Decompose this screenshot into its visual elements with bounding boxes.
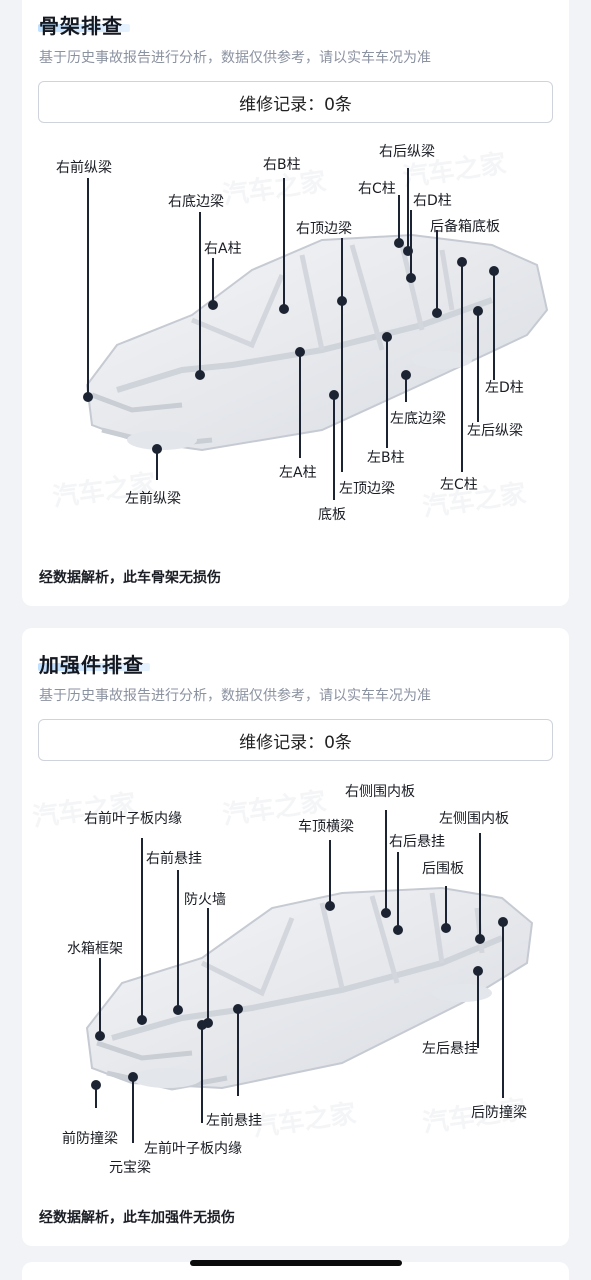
title-highlight <box>38 24 130 32</box>
frame-check-card: 骨架排查 基于历史事故报告进行分析，数据仅供参考，请以实车车况为准 维修记录：0… <box>22 0 569 606</box>
title-highlight <box>38 663 150 671</box>
label-left-rear-rail: 左后纵梁 <box>467 423 523 439</box>
label-rear-panel: 后围板 <box>422 861 464 877</box>
label-floor-pan: 底板 <box>318 507 346 523</box>
car-reinforcement-illustration <box>85 810 534 1143</box>
reinforcement-repair-record-text: 维修记录：0条 <box>239 732 352 753</box>
frame-section-title: 骨架排查 <box>39 14 123 38</box>
reinforcement-check-card: 加强件排查 基于历史事故报告进行分析，数据仅供参考，请以实车车况为准 维修记录：… <box>22 628 569 1246</box>
frame-section-subtitle: 基于历史事故报告进行分析，数据仅供参考，请以实车车况为准 <box>39 50 431 66</box>
label-roof-crossmember: 车顶横梁 <box>298 819 354 835</box>
reinforcement-section-subtitle: 基于历史事故报告进行分析，数据仅供参考，请以实车车况为准 <box>39 688 431 704</box>
label-right-b-pillar: 右B柱 <box>263 157 301 173</box>
label-left-rear-suspension: 左后悬挂 <box>422 1041 478 1057</box>
label-left-b-pillar: 左B柱 <box>367 450 405 466</box>
label-right-sill: 右底边梁 <box>168 194 224 210</box>
frame-car-diagram: 汽车之家 汽车之家 汽车之家 汽车之家 <box>22 140 569 540</box>
label-left-front-fender-apron: 左前叶子板内缘 <box>144 1141 242 1157</box>
label-subframe: 元宝梁 <box>109 1160 151 1176</box>
label-right-rear-rail: 右后纵梁 <box>379 144 435 160</box>
label-right-front-rail: 右前纵梁 <box>56 160 112 176</box>
reinforcement-verdict-text: 经数据解析，此车加强件无损伤 <box>39 1210 235 1226</box>
label-right-rear-suspension: 右后悬挂 <box>389 834 445 850</box>
label-left-c-pillar: 左C柱 <box>440 477 478 493</box>
label-left-front-suspension: 左前悬挂 <box>206 1113 262 1129</box>
label-left-inner-side-panel: 左侧围内板 <box>439 811 509 827</box>
label-right-roof-rail: 右顶边梁 <box>296 221 352 237</box>
reinforcement-repair-record-button[interactable]: 维修记录：0条 <box>38 719 553 761</box>
next-section-card <box>22 1262 569 1280</box>
label-left-front-rail: 左前纵梁 <box>125 491 181 507</box>
label-right-inner-side-panel: 右侧围内板 <box>345 784 415 800</box>
frame-repair-record-text: 维修记录：0条 <box>239 94 352 115</box>
home-indicator[interactable] <box>190 1260 402 1266</box>
label-firewall: 防火墙 <box>184 892 226 908</box>
frame-verdict-text: 经数据解析，此车骨架无损伤 <box>39 570 221 586</box>
label-radiator-support: 水箱框架 <box>67 941 123 957</box>
reinforcement-car-diagram: 汽车之家 汽车之家 汽车之家 汽车之家 <box>22 778 569 1178</box>
label-left-a-pillar: 左A柱 <box>279 465 317 481</box>
label-rear-bumper-beam: 后防撞梁 <box>471 1105 527 1121</box>
frame-repair-record-button[interactable]: 维修记录：0条 <box>38 81 553 123</box>
label-right-c-pillar: 右C柱 <box>358 181 396 197</box>
label-front-bumper-beam: 前防撞梁 <box>62 1131 118 1147</box>
car-body-frame-illustration <box>83 168 549 500</box>
label-trunk-floor: 后备箱底板 <box>430 219 500 235</box>
label-right-a-pillar: 右A柱 <box>204 241 242 257</box>
label-left-d-pillar: 左D柱 <box>485 380 524 396</box>
label-right-front-suspension: 右前悬挂 <box>146 851 202 867</box>
label-left-roof-rail: 左顶边梁 <box>339 481 395 497</box>
label-left-sill: 左底边梁 <box>390 411 446 427</box>
label-right-d-pillar: 右D柱 <box>413 193 452 209</box>
reinforcement-section-title: 加强件排查 <box>39 653 144 677</box>
label-right-front-fender-apron: 右前叶子板内缘 <box>84 811 182 827</box>
